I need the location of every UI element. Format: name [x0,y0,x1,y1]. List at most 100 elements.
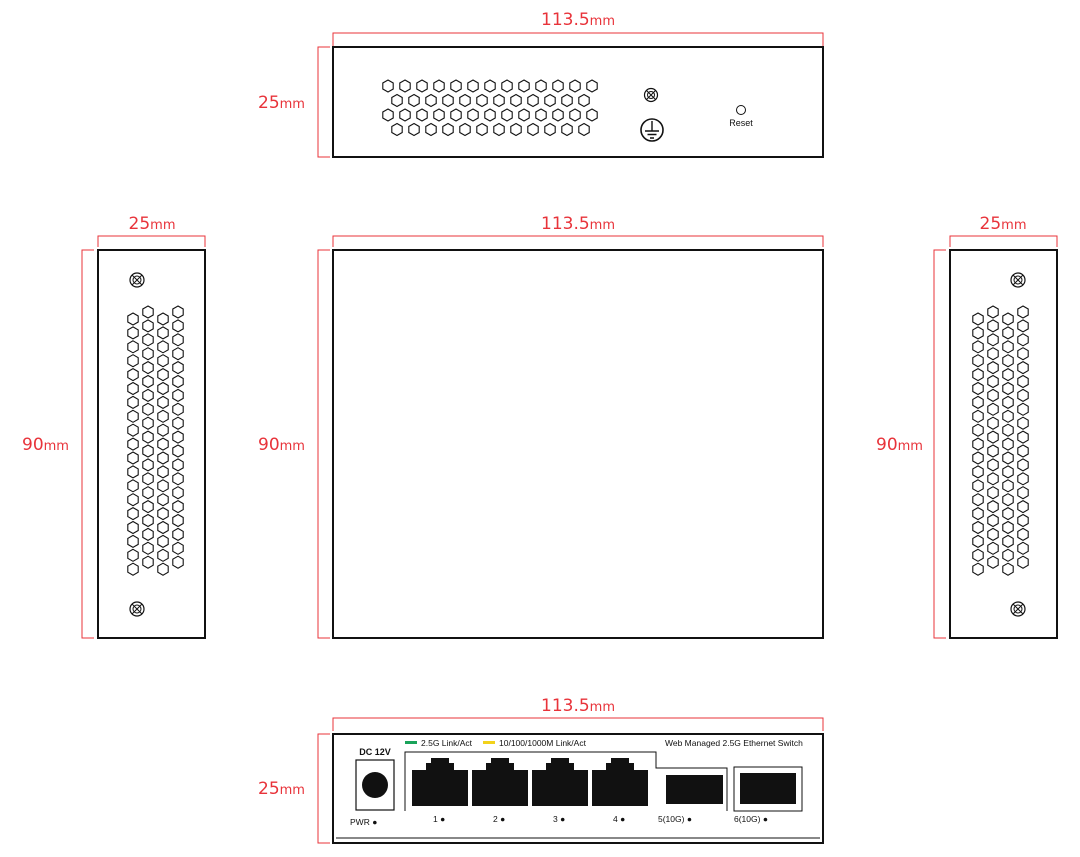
vent-hole [552,79,564,93]
left-height-label: 90mm [22,435,69,455]
vent-hole [518,108,530,122]
sfp-port[interactable] [666,775,723,804]
front-height-label: 25mm [258,779,305,799]
vent-hole [127,493,139,507]
vent-hole [142,444,154,458]
vent-hole [142,402,154,416]
vent-hole [1017,305,1029,319]
top-panel [332,249,824,639]
vent-hole [157,548,169,562]
sfp-port[interactable] [733,766,803,812]
vent-hole [987,388,999,403]
product-label: Web Managed 2.5G Ethernet Switch [665,738,803,748]
vent-hole [142,555,154,569]
right-width-label: 25mm [980,214,1027,234]
vent-hole [172,333,184,347]
rj45-port[interactable] [592,758,648,806]
vent-hole [399,108,411,122]
pwr-label: PWR ● [350,817,377,827]
vent-hole [1017,527,1029,542]
vent-hole [416,108,428,122]
vent-hole [1002,520,1014,535]
yellow-led-legend-swatch [483,741,495,744]
vent-hole [561,122,573,137]
vent-hole [1002,479,1014,493]
left-side-panel [97,249,206,639]
rear-panel [332,46,824,158]
vent-hole [450,79,462,93]
vent-hole [382,108,394,122]
vent-hole [544,93,556,108]
vent-hole [1017,458,1029,472]
vent-hole [157,326,169,340]
vent-hole [172,347,184,361]
vent-hole [578,122,590,137]
vent-hole [459,122,471,137]
vent-hole [972,326,984,340]
right-side-panel [949,249,1058,639]
vent-hole [1017,555,1029,569]
vent-hole [391,93,403,108]
vent-hole [1017,541,1029,555]
vent-hole [484,79,496,93]
vent-hole [157,479,169,493]
vent-hole [142,360,154,375]
vent-hole [172,416,184,430]
rear-vent-grid [382,79,598,137]
vent-hole [157,493,169,507]
vent-hole [157,534,169,549]
vent-hole [127,354,139,368]
vent-hole [972,312,984,326]
vent-hole [127,520,139,535]
vent-hole [972,520,984,535]
vent-hole [1002,548,1014,562]
vent-hole [510,122,522,137]
vent-hole [127,395,139,410]
vent-hole [1002,451,1014,465]
screw-icon [1010,601,1026,617]
vent-hole [1017,319,1029,333]
vent-hole [391,122,403,137]
vent-hole [972,395,984,410]
vent-hole [157,423,169,437]
vent-hole [127,340,139,354]
vent-hole [987,486,999,500]
vent-hole [987,402,999,416]
left-side-view: 25mm 90mm [22,214,206,639]
vent-hole [1017,472,1029,486]
rj45-port[interactable] [412,758,468,806]
rj45-port[interactable] [472,758,528,806]
vent-hole [972,465,984,479]
vent-hole [1017,416,1029,430]
vent-hole [1002,437,1014,451]
vent-hole [127,562,139,576]
vent-hole [157,562,169,576]
top-view: 113.5mm 90mm [258,214,824,639]
vent-hole [172,541,184,555]
vent-hole [127,534,139,549]
vent-hole [501,108,513,122]
vent-hole [586,79,598,93]
vent-hole [1002,409,1014,423]
vent-hole [972,340,984,354]
vent-hole [172,444,184,458]
main-width-label: 113.5mm [541,214,615,234]
vent-hole [561,93,573,108]
rear-width-label: 113.5mm [541,10,615,30]
vent-hole [157,437,169,451]
vent-hole [127,506,139,521]
vent-hole [1002,423,1014,437]
rj45-port[interactable] [532,758,588,806]
vent-hole [142,416,154,430]
vent-hole [493,93,505,108]
vent-hole [142,388,154,403]
vent-hole [578,93,590,108]
vent-hole [142,541,154,555]
reset-button[interactable] [736,105,746,115]
vent-hole [157,367,169,382]
vent-hole [1002,465,1014,479]
vent-hole [1002,367,1014,382]
vent-hole [142,430,154,444]
left-width-label: 25mm [129,214,176,234]
vent-hole [416,79,428,93]
